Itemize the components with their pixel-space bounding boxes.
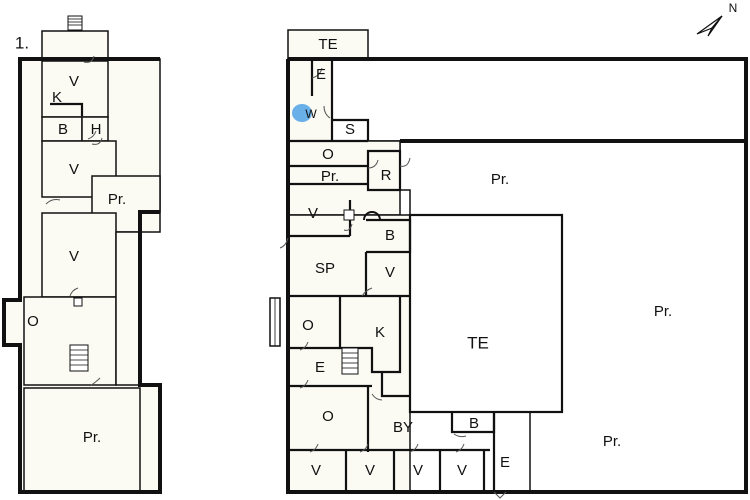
room-te-mid-label: TE bbox=[467, 333, 489, 352]
left-room-h-label: H bbox=[91, 121, 102, 138]
room-by-label: BY bbox=[393, 419, 413, 436]
stair-icon bbox=[69, 344, 89, 372]
room-k-label: K bbox=[375, 324, 385, 341]
room-e2-label: E bbox=[315, 359, 325, 376]
entry-stair-icon bbox=[67, 15, 83, 31]
left-room-v3-label: V bbox=[69, 248, 79, 265]
room-v4-label: V bbox=[365, 462, 375, 479]
room-o3-label: O bbox=[322, 408, 334, 425]
left-room-pr1-label: Pr. bbox=[108, 191, 126, 208]
room-e1-label: E bbox=[316, 66, 326, 83]
room-b2-label: B bbox=[469, 415, 479, 432]
room-v1-label: V bbox=[308, 205, 318, 222]
room-e3-label: E bbox=[500, 454, 510, 471]
room-v5-label: V bbox=[413, 462, 423, 479]
left-room-v2-label: V bbox=[69, 161, 79, 178]
left-room-v1 bbox=[41, 60, 109, 118]
left-plan: V K B H V Pr. V O Pr. bbox=[2, 15, 162, 494]
right-plan: TE E W S O Pr. R Pr. V B SP V O K TE Pr.… bbox=[269, 29, 748, 499]
room-v2-label: V bbox=[385, 264, 395, 281]
compass-icon: N bbox=[696, 1, 738, 37]
room-b1-label: B bbox=[385, 227, 395, 244]
left-room-b-label: B bbox=[58, 121, 68, 138]
room-pr-small-label: Pr. bbox=[321, 168, 339, 185]
left-room-k-label: K bbox=[52, 89, 62, 106]
left-room-pr2-label: Pr. bbox=[83, 429, 101, 446]
room-pr-big-top-label: Pr. bbox=[491, 171, 509, 188]
room-sp-label: SP bbox=[315, 260, 335, 277]
room-o1-label: O bbox=[322, 146, 334, 163]
room-v6-label: V bbox=[457, 462, 467, 479]
room-pr-bottom-label: Pr. bbox=[603, 433, 621, 450]
room-te-top-label: TE bbox=[318, 36, 337, 53]
left-room-o-label: O bbox=[27, 313, 39, 330]
floor-number: 1. bbox=[15, 33, 29, 52]
highlight-marker bbox=[292, 104, 312, 122]
room-o2-label: O bbox=[302, 317, 314, 334]
room-pr-right-label: Pr. bbox=[654, 303, 672, 320]
room-w-label: W bbox=[305, 107, 317, 121]
room-s-label: S bbox=[345, 121, 355, 138]
room-v3-label: V bbox=[311, 462, 321, 479]
room-r-label: R bbox=[381, 167, 392, 184]
left-room-v1-label: V bbox=[69, 73, 79, 90]
compass-label: N bbox=[729, 1, 738, 15]
stair-icon-right bbox=[341, 347, 359, 375]
